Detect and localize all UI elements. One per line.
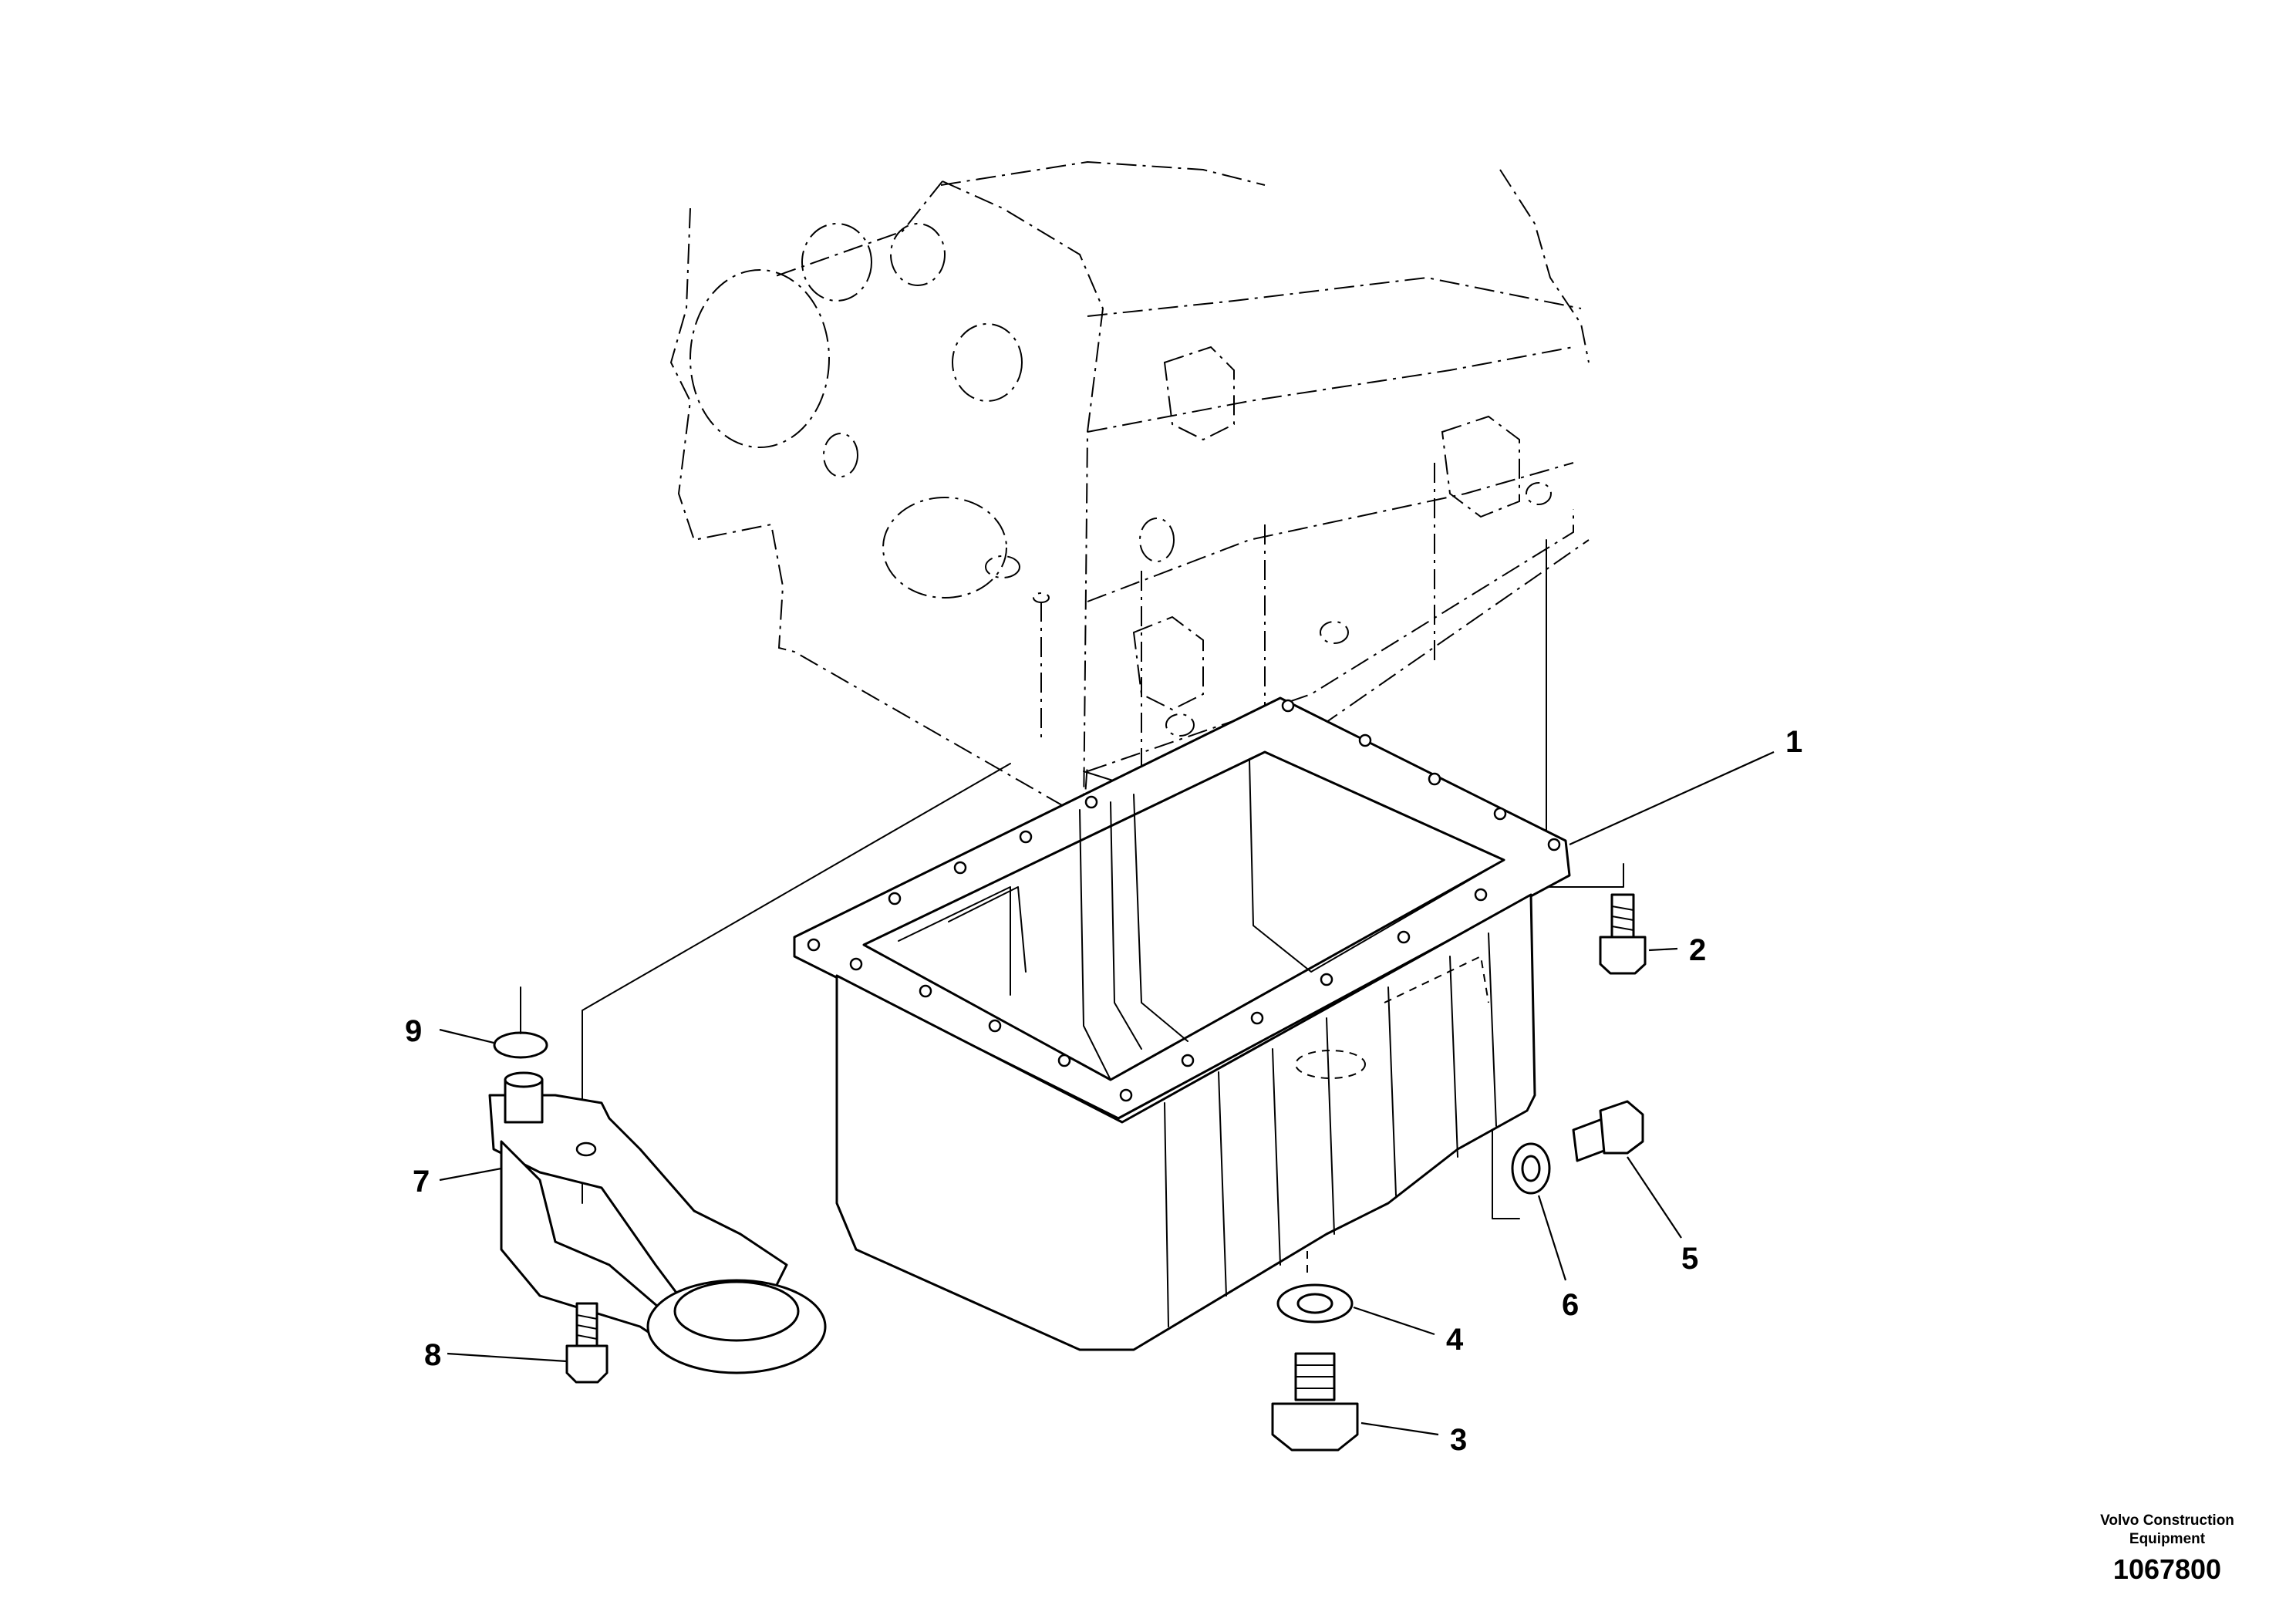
callout-5: 5 [1681,1242,1698,1276]
drawing-footer: Volvo Construction Equipment 1067800 [2067,1512,2267,1586]
company-name-line1: Volvo Construction [2100,1512,2234,1529]
flange-bolt [1599,893,1647,975]
company-name-line2: Equipment [2129,1531,2206,1547]
o-ring [493,986,548,1059]
drain-plug [1271,1352,1359,1452]
callout-6: 6 [1562,1288,1579,1322]
callout-4: 4 [1446,1323,1464,1357]
callout-7: 7 [413,1165,430,1199]
oil-strainer [488,1071,827,1374]
callout-1: 1 [1785,725,1802,759]
oil-pan [793,696,1571,1351]
callout-2: 2 [1689,933,1706,967]
callout-3: 3 [1450,1423,1467,1457]
strainer-bolt [565,1302,609,1384]
drain-washer [1276,1283,1354,1324]
leader-lines [439,750,1775,1436]
callout-9: 9 [405,1014,422,1048]
callout-8: 8 [424,1338,441,1372]
side-plug [1572,1100,1644,1162]
drawing-number: 1067800 [2112,1553,2222,1585]
callout-labels: 1 2 3 4 5 6 7 8 9 [405,725,1802,1457]
side-washer [1511,1142,1551,1195]
engine-block-phantom [669,160,1590,819]
